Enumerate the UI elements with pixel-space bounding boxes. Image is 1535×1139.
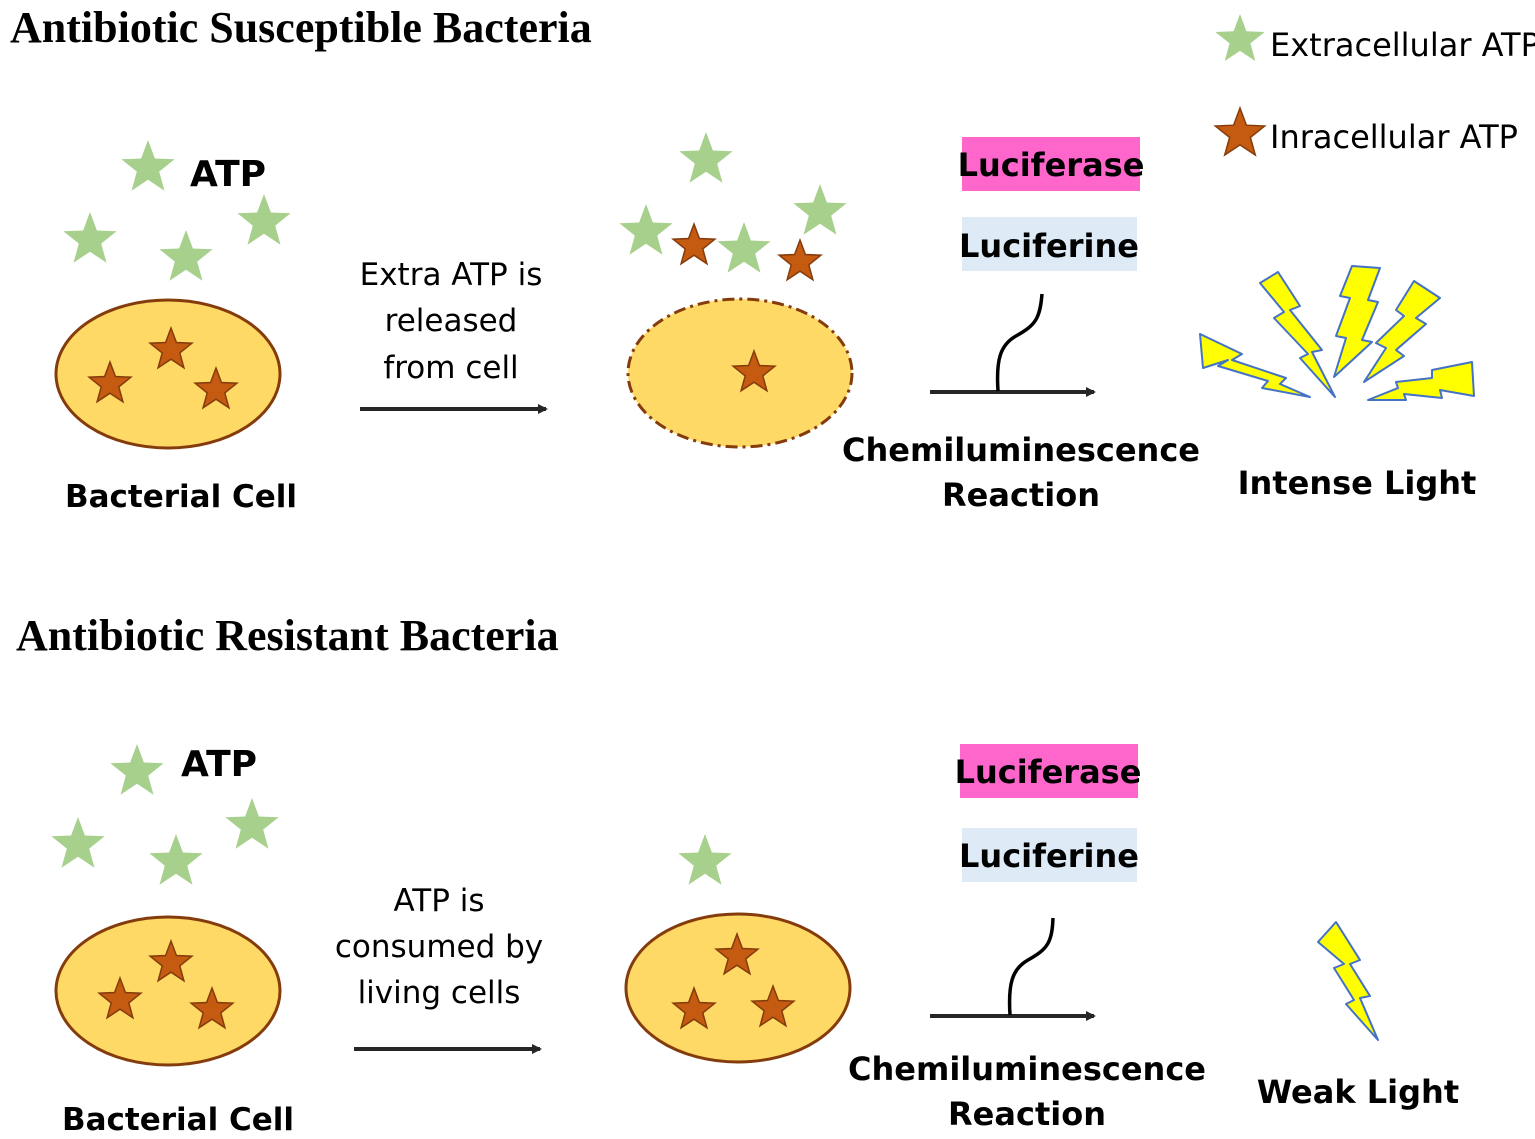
star-shape xyxy=(51,817,105,868)
legend-intracellular-star-icon xyxy=(1213,105,1267,157)
reagent-input-curve xyxy=(995,293,1044,392)
star-shape xyxy=(619,204,673,255)
atp-label: ATP xyxy=(190,154,266,195)
reaction-label-line: Reaction xyxy=(948,1095,1106,1133)
reagent-input-curve xyxy=(1007,917,1055,1016)
star-shape xyxy=(225,798,279,849)
intracellular-atp-star-icon xyxy=(148,938,194,983)
intracellular-atp-star-icon xyxy=(750,983,796,1028)
reaction-label-line: Chemiluminescence xyxy=(848,1050,1206,1088)
star-shape xyxy=(671,221,717,266)
star-shape xyxy=(159,230,213,281)
lysed-bacterial-cell xyxy=(626,297,854,449)
luciferine-box xyxy=(962,217,1137,271)
reaction-label-line: Reaction xyxy=(942,476,1100,514)
star-shape xyxy=(148,325,194,370)
light-label: Weak Light xyxy=(1257,1073,1459,1111)
bacterial-cell xyxy=(54,298,282,450)
atp-label: ATP xyxy=(181,744,257,785)
star-shape xyxy=(731,348,777,393)
star-shape xyxy=(148,938,194,983)
star-shape xyxy=(777,237,823,282)
arrow-caption-line: living cells xyxy=(358,975,521,1011)
extracellular-atp-star-icon xyxy=(237,194,291,245)
extracellular-atp-star-icon xyxy=(679,132,733,183)
reaction-label-line: Chemiluminescence xyxy=(842,431,1200,469)
intracellular-atp-star-icon xyxy=(193,365,239,410)
extracellular-atp-star-icon xyxy=(793,184,847,235)
intracellular-atp-star-icon xyxy=(777,237,823,282)
extracellular-atp-star-icon xyxy=(149,834,203,885)
star-shape xyxy=(121,140,175,191)
star-shape xyxy=(149,834,203,885)
star-shape xyxy=(1215,14,1265,61)
lightning-bolt-icon xyxy=(1367,361,1475,401)
star-shape xyxy=(97,975,143,1020)
intracellular-atp-star-icon xyxy=(97,975,143,1020)
star-shape xyxy=(714,931,760,976)
extracellular-atp-star-icon xyxy=(110,744,164,795)
extracellular-atp-star-icon xyxy=(51,817,105,868)
luciferine-box xyxy=(962,828,1137,882)
star-shape xyxy=(750,983,796,1028)
star-shape xyxy=(1213,105,1267,157)
extracellular-atp-star-icon xyxy=(225,798,279,849)
arrow-caption-line: consumed by xyxy=(335,929,543,965)
lightning-bolt-icon xyxy=(1199,333,1311,398)
star-shape xyxy=(793,184,847,235)
extracellular-atp-star-icon xyxy=(717,222,771,273)
lightning-bolt-icon xyxy=(1363,280,1441,383)
star-shape xyxy=(678,834,732,885)
bacterial-cell-label: Bacterial Cell xyxy=(62,1102,294,1138)
legend-extracellular-label: Extracellular ATP xyxy=(1270,26,1535,64)
legend-extracellular-star-icon xyxy=(1215,14,1265,61)
arrow-caption-line: Extra ATP is xyxy=(360,257,543,293)
bacterial-cell xyxy=(54,915,282,1067)
bacterial-cell-label: Bacterial Cell xyxy=(65,479,297,515)
extracellular-atp-star-icon xyxy=(63,212,117,263)
extracellular-atp-star-icon xyxy=(159,230,213,281)
star-shape xyxy=(717,222,771,273)
arrow-caption-line: released xyxy=(385,303,518,339)
star-shape xyxy=(679,132,733,183)
intracellular-atp-star-icon xyxy=(671,985,717,1030)
star-shape xyxy=(87,359,133,404)
intracellular-atp-star-icon xyxy=(189,985,235,1030)
resistant-title: Antibiotic Resistant Bacteria xyxy=(16,611,559,660)
lightning-bolt-icon xyxy=(1333,265,1381,378)
intracellular-atp-star-icon xyxy=(731,348,777,393)
star-shape xyxy=(110,744,164,795)
legend-intracellular-label: Inracellular ATP xyxy=(1270,118,1518,156)
star-shape xyxy=(193,365,239,410)
lightning-bolt-icon xyxy=(1317,921,1379,1041)
arrow-caption-line: ATP is xyxy=(393,883,484,919)
luciferase-box xyxy=(962,137,1140,191)
luciferase-label: Luciferase xyxy=(955,753,1142,791)
resistant-panel: Antibiotic Resistant Bacteria ATP Bacter… xyxy=(16,611,1459,1138)
arrow-caption-line: from cell xyxy=(383,350,518,386)
intracellular-atp-star-icon xyxy=(714,931,760,976)
susceptible-title: Antibiotic Susceptible Bacteria xyxy=(10,3,592,52)
luciferine-label: Luciferine xyxy=(959,837,1139,875)
star-shape xyxy=(189,985,235,1030)
star-shape xyxy=(237,194,291,245)
extracellular-atp-star-icon xyxy=(121,140,175,191)
susceptible-panel: Antibiotic Susceptible Bacteria ATP Bact… xyxy=(10,3,1476,515)
luciferase-label: Luciferase xyxy=(958,146,1145,184)
intracellular-atp-star-icon xyxy=(671,221,717,266)
extracellular-atp-star-icon xyxy=(678,834,732,885)
intracellular-atp-star-icon xyxy=(148,325,194,370)
light-label: Intense Light xyxy=(1238,464,1477,502)
luciferine-label: Luciferine xyxy=(959,227,1139,265)
lightning-bolt-icon xyxy=(1259,271,1336,398)
star-shape xyxy=(63,212,117,263)
luciferase-box xyxy=(960,744,1138,798)
star-shape xyxy=(671,985,717,1030)
legend: Extracellular ATP Inracellular ATP xyxy=(1213,14,1535,157)
intracellular-atp-star-icon xyxy=(87,359,133,404)
extracellular-atp-star-icon xyxy=(619,204,673,255)
